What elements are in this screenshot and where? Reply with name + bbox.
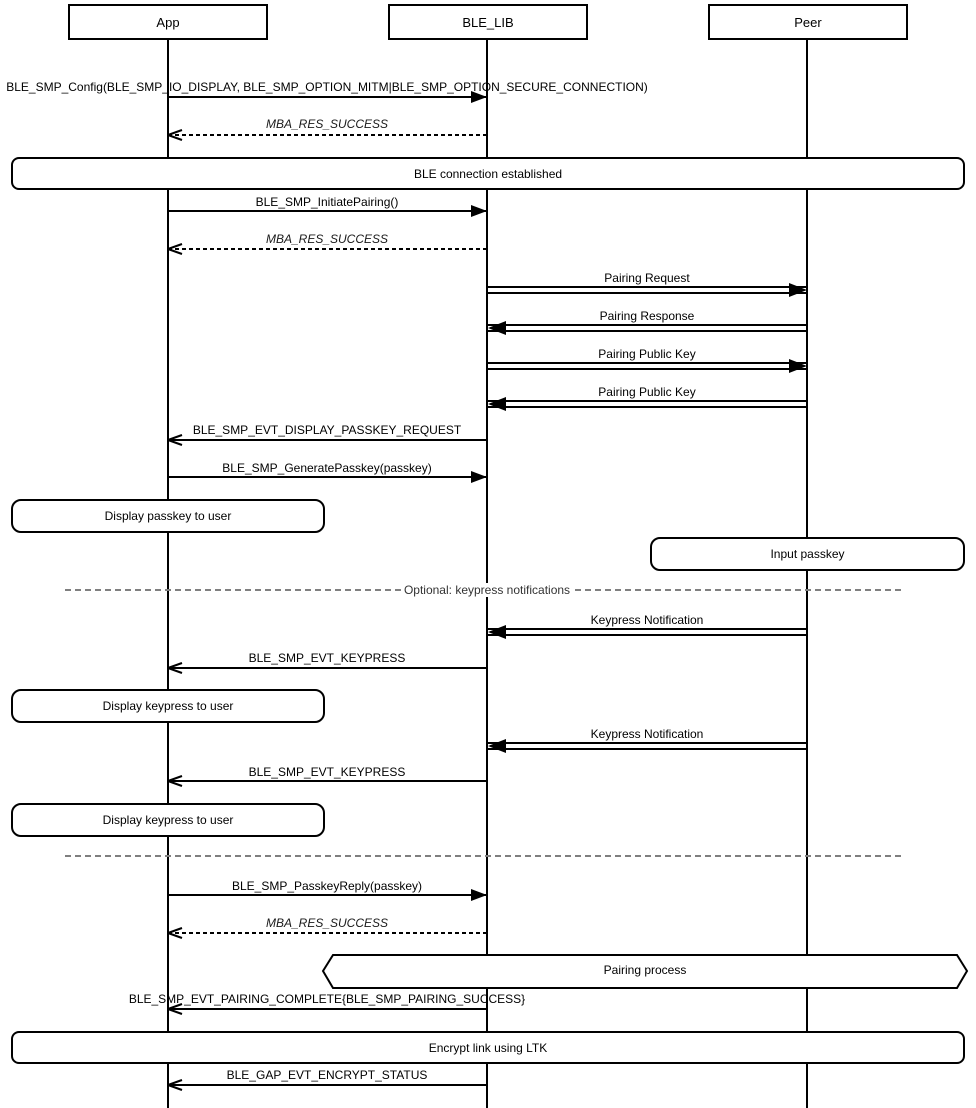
arrowhead-open-left-icon [167, 243, 183, 255]
message-pairing-public-key-1-line-bottom [488, 368, 808, 370]
message-pairing-public-key-2-line-top [488, 400, 808, 402]
arrowhead-filled-right-icon [789, 283, 807, 297]
arrowhead-open-left-icon [167, 1003, 183, 1015]
note-display-keypress-2-label: Display keypress to user [102, 813, 234, 827]
message-keypress-notification-1-line-bottom [488, 634, 808, 636]
message-pairing-public-key-1-line-top [488, 362, 808, 364]
arrowhead-filled-right-icon [471, 471, 487, 483]
note-input-passkey: Input passkey [650, 537, 965, 571]
message-passkey-reply-line [168, 894, 488, 896]
message-pairing-public-key-1-label: Pairing Public Key [598, 347, 696, 361]
lifeline-peer [806, 40, 808, 1108]
arrowhead-filled-left-icon [488, 739, 506, 753]
message-generate-passkey-label: BLE_SMP_GeneratePasskey(passkey) [222, 461, 432, 475]
divider-end-optional-line [65, 855, 905, 857]
arrowhead-open-left-icon [167, 662, 183, 674]
actor-ble-lib-label: BLE_LIB [462, 14, 514, 30]
message-mba-res-success-3-label: MBA_RES_SUCCESS [265, 916, 389, 930]
message-evt-pairing-complete-line [168, 1008, 488, 1010]
message-generate-passkey-line [168, 476, 488, 478]
message-initiate-pairing-line [168, 210, 488, 212]
band-ble-connection-established: BLE connection established [11, 157, 965, 190]
note-display-keypress-2: Display keypress to user [11, 803, 325, 837]
message-pairing-response-label: Pairing Response [599, 309, 695, 323]
band-encrypt-link-ltk-label: Encrypt link using LTK [428, 1040, 548, 1055]
arrowhead-open-left-icon [167, 129, 183, 141]
message-keypress-notification-1-line-top [488, 628, 808, 630]
arrowhead-open-left-icon [167, 434, 183, 446]
message-ble-smp-config-label: BLE_SMP_Config(BLE_SMP_IO_DISPLAY, BLE_S… [6, 80, 648, 94]
arrowhead-filled-right-icon [471, 91, 487, 103]
lifeline-app [167, 40, 169, 1108]
message-keypress-notification-2-label: Keypress Notification [590, 727, 704, 741]
actor-app-label: App [156, 14, 180, 30]
message-ble-smp-config-line [168, 96, 488, 98]
message-mba-res-success-2-line [168, 248, 488, 250]
message-pairing-request-line-bottom [488, 292, 808, 294]
actor-app: App [68, 4, 268, 40]
note-display-keypress-1: Display keypress to user [11, 689, 325, 723]
arrowhead-filled-left-icon [488, 625, 506, 639]
message-evt-keypress-2-label: BLE_SMP_EVT_KEYPRESS [248, 765, 406, 779]
message-pairing-public-key-2-line-bottom [488, 406, 808, 408]
message-evt-pairing-complete-label: BLE_SMP_EVT_PAIRING_COMPLETE{BLE_SMP_PAI… [128, 992, 526, 1006]
message-pairing-request-line-top [488, 286, 808, 288]
message-evt-keypress-2-line [168, 780, 488, 782]
arrowhead-open-left-icon [167, 775, 183, 787]
message-keypress-notification-2-line-top [488, 742, 808, 744]
note-display-keypress-1-label: Display keypress to user [102, 699, 234, 713]
arrowhead-filled-right-icon [789, 359, 807, 373]
arrowhead-open-left-icon [167, 1079, 183, 1091]
note-input-passkey-label: Input passkey [770, 547, 845, 561]
actor-ble-lib: BLE_LIB [388, 4, 588, 40]
message-pairing-public-key-2-label: Pairing Public Key [598, 385, 696, 399]
message-mba-res-success-2-label: MBA_RES_SUCCESS [265, 232, 389, 246]
message-mba-res-success-1-label: MBA_RES_SUCCESS [265, 117, 389, 131]
divider-optional-keypress-label: Optional: keypress notifications [400, 583, 574, 597]
arrowhead-filled-left-icon [488, 321, 506, 335]
message-pairing-response-line-bottom [488, 330, 808, 332]
message-pairing-response-line-top [488, 324, 808, 326]
band-encrypt-link-ltk: Encrypt link using LTK [11, 1031, 965, 1064]
actor-peer: Peer [708, 4, 908, 40]
note-display-passkey: Display passkey to user [11, 499, 325, 533]
actor-peer-label: Peer [794, 14, 822, 30]
process-box-pairing-label: Pairing process [603, 963, 687, 977]
arrowhead-filled-right-icon [471, 205, 487, 217]
message-evt-keypress-1-line [168, 667, 488, 669]
arrowhead-filled-left-icon [488, 397, 506, 411]
message-mba-res-success-1-line [168, 134, 488, 136]
message-evt-display-passkey-request-label: BLE_SMP_EVT_DISPLAY_PASSKEY_REQUEST [192, 423, 462, 437]
message-passkey-reply-label: BLE_SMP_PasskeyReply(passkey) [231, 879, 423, 893]
process-box-pairing [321, 954, 969, 989]
message-evt-display-passkey-request-line [168, 439, 488, 441]
message-gap-evt-encrypt-status-line [168, 1084, 488, 1086]
note-display-passkey-label: Display passkey to user [104, 509, 232, 523]
message-keypress-notification-1-label: Keypress Notification [590, 613, 704, 627]
message-evt-keypress-1-label: BLE_SMP_EVT_KEYPRESS [248, 651, 406, 665]
message-gap-evt-encrypt-status-label: BLE_GAP_EVT_ENCRYPT_STATUS [226, 1068, 428, 1082]
lifeline-ble-lib [486, 40, 488, 1108]
band-ble-connection-established-label: BLE connection established [413, 166, 563, 181]
message-pairing-request-label: Pairing Request [604, 271, 690, 285]
arrowhead-open-left-icon [167, 927, 183, 939]
message-mba-res-success-3-line [168, 932, 488, 934]
message-initiate-pairing-label: BLE_SMP_InitiatePairing() [255, 195, 399, 209]
arrowhead-filled-right-icon [471, 889, 487, 901]
message-keypress-notification-2-line-bottom [488, 748, 808, 750]
